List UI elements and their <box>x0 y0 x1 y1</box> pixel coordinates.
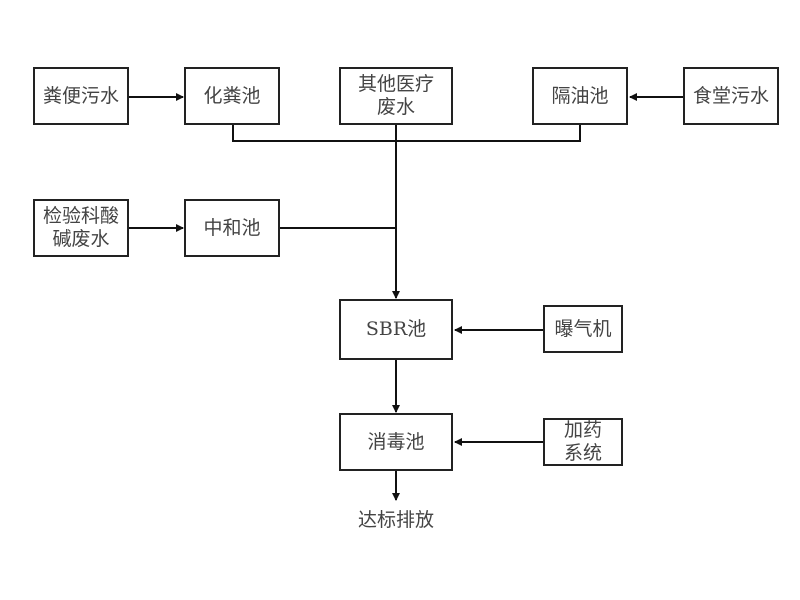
node-lab-acid-base-wastewater: 检验科酸 碱废水 <box>33 199 129 257</box>
node-sbr-tank: SBR池 <box>339 299 453 360</box>
node-feces-sewage: 粪便污水 <box>33 67 129 125</box>
node-grease-trap: 隔油池 <box>532 67 628 125</box>
node-septic-tank: 化粪池 <box>184 67 280 125</box>
node-dosing-system: 加药 系统 <box>543 418 623 466</box>
node-neutralization-tank: 中和池 <box>184 199 280 257</box>
node-aerator: 曝气机 <box>543 305 623 353</box>
node-canteen-sewage: 食堂污水 <box>683 67 779 125</box>
node-compliant-discharge: 达标排放 <box>358 509 435 531</box>
node-other-medical-wastewater: 其他医疗 废水 <box>339 67 453 125</box>
node-disinfection-tank: 消毒池 <box>339 413 453 471</box>
